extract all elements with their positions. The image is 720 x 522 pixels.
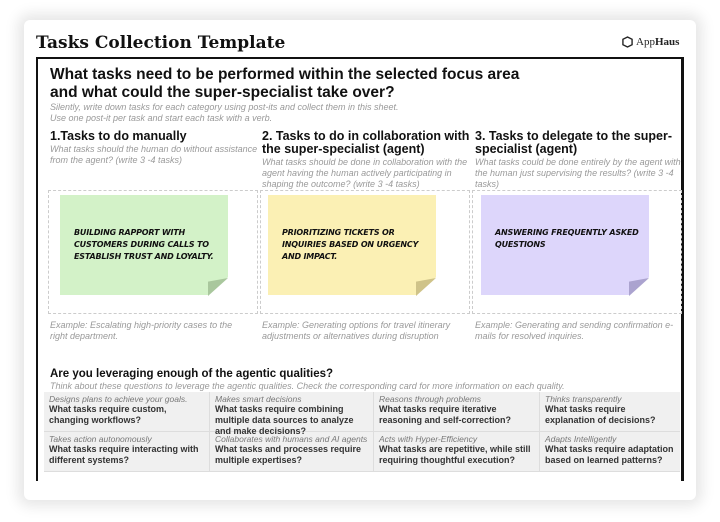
- example-text: Example: Escalating high-priority cases …: [50, 320, 233, 341]
- postit-dropzone-delegate[interactable]: [472, 190, 682, 314]
- quality-question: What tasks are repetitive, while still r…: [379, 444, 531, 465]
- quality-question: What tasks require iterative reasoning a…: [379, 404, 512, 425]
- logo-bold: Haus: [654, 36, 680, 48]
- postit-dropzone-collaboration[interactable]: [260, 190, 470, 314]
- instruction-line: Use one post-it per task and start each …: [50, 113, 273, 123]
- sticky-note-manual[interactable]: Building rapport with customers during c…: [60, 195, 228, 295]
- postit-dropzone-manual[interactable]: [48, 190, 258, 314]
- column-title: 1.Tasks to do manually: [50, 129, 187, 143]
- sticky-note-text: Building rapport with customers during c…: [74, 228, 214, 261]
- quality-question: What tasks require interacting with diff…: [49, 444, 199, 465]
- sticky-note-collaboration[interactable]: Prioritizing tickets or inquiries based …: [268, 195, 436, 295]
- quality-question: What tasks require adaptation based on l…: [545, 444, 674, 465]
- logo-prefix: App: [636, 36, 655, 48]
- qualities-title: Are you leveraging enough of the agentic…: [50, 368, 334, 380]
- sticky-note-text: Answering frequently asked questions: [495, 228, 639, 249]
- column-description: What tasks should be done in collaborati…: [262, 157, 468, 189]
- instruction-line: Silently, write down tasks for each cate…: [50, 102, 399, 112]
- quality-question: What tasks require explanation of decisi…: [545, 404, 656, 425]
- quality-cell: Designs plans to achieve your goals.What…: [44, 392, 210, 432]
- qualities-grid: Designs plans to achieve your goals.What…: [44, 392, 680, 472]
- hexagon-logo-icon: [622, 36, 633, 48]
- qualities-subtitle: Think about these questions to leverage …: [50, 381, 565, 391]
- column-title: 3. Tasks to delegate to the super-specia…: [475, 129, 673, 156]
- quality-name: Makes smart decisions: [215, 394, 302, 404]
- content-frame: [36, 57, 684, 481]
- column-description: What tasks could be done entirely by the…: [475, 157, 681, 189]
- example-text: Example: Generating options for travel i…: [262, 320, 451, 341]
- quality-name: Thinks transparently: [545, 394, 622, 404]
- quality-name: Adapts Intelligently: [545, 434, 617, 444]
- column-delegate: 3. Tasks to delegate to the super-specia…: [475, 130, 683, 190]
- quality-question: What tasks require custom, changing work…: [49, 404, 167, 425]
- sticky-note-text: Prioritizing tickets or inquiries based …: [282, 228, 419, 261]
- quality-name: Acts with Hyper-Efficiency: [379, 434, 478, 444]
- quality-name: Collaborates with humans and AI agents: [215, 434, 368, 444]
- quality-question: What tasks and processes require multipl…: [215, 444, 362, 465]
- quality-name: Takes action autonomously: [49, 434, 152, 444]
- sticky-note-delegate[interactable]: Answering frequently asked questions: [481, 195, 649, 295]
- quality-question: What tasks require combining multiple da…: [215, 404, 354, 436]
- column-title: 2. Tasks to do in collaboration with the…: [262, 129, 470, 156]
- main-question: What tasks need to be performed within t…: [50, 66, 520, 101]
- column-description: What tasks should the human do without a…: [50, 144, 258, 165]
- column-collaboration: 2. Tasks to do in collaboration with the…: [262, 130, 470, 190]
- instructions: Silently, write down tasks for each cate…: [50, 102, 399, 124]
- quality-name: Reasons through problems: [379, 394, 482, 404]
- page-title: Tasks Collection Template: [36, 33, 286, 53]
- quality-name: Designs plans to achieve your goals.: [49, 394, 188, 404]
- example-text: Example: Generating and sending confirma…: [475, 320, 674, 341]
